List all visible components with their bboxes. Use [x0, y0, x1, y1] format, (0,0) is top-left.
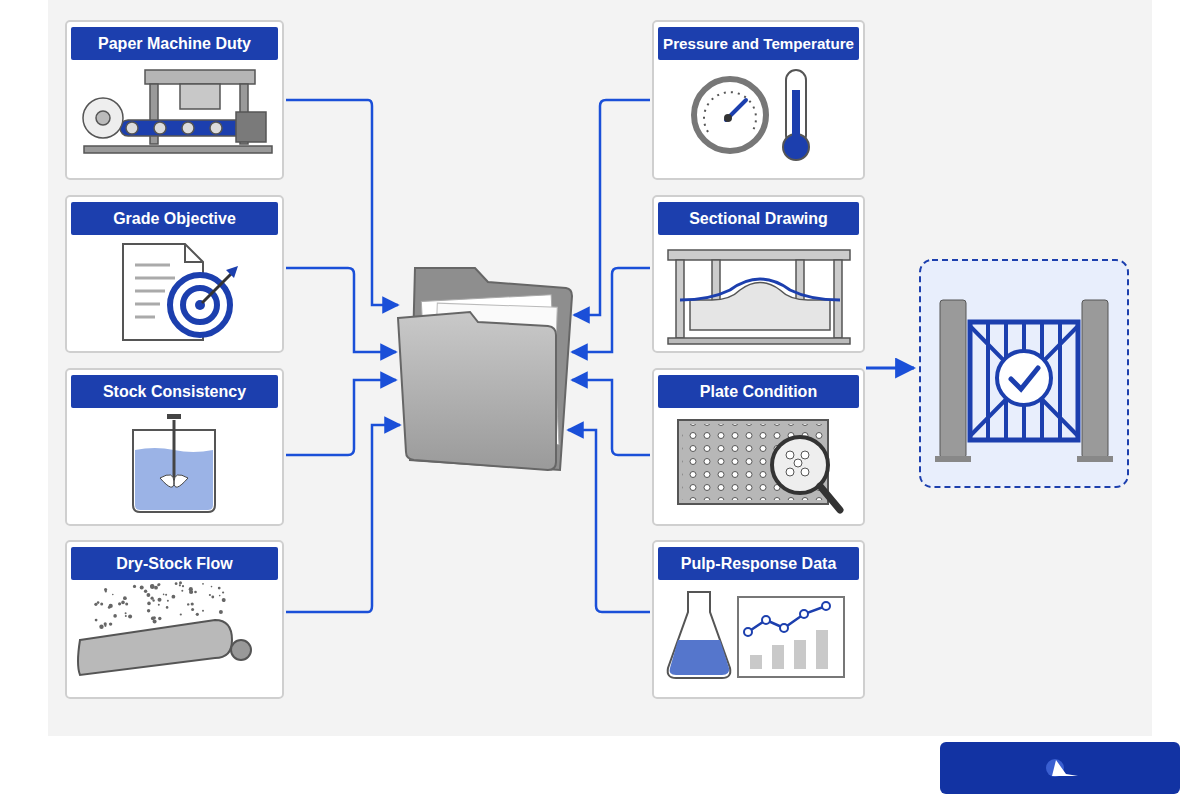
paper-machine-icon — [83, 70, 272, 153]
section-drawing-icon — [668, 250, 850, 344]
feed-arrows — [286, 100, 914, 612]
box-title: Pressure and Temperature — [663, 35, 854, 52]
box-title: Grade Objective — [113, 210, 236, 228]
box-header: Plate Condition — [658, 375, 859, 408]
box-header: Pulp-Response Data — [658, 547, 859, 580]
input-box: Grade Objective — [65, 195, 284, 353]
box-title: Paper Machine Duty — [98, 35, 251, 53]
grade-objective-icon — [123, 244, 238, 340]
plate-icon — [678, 420, 840, 510]
box-title: Sectional Drawing — [689, 210, 828, 228]
input-box: Plate Condition — [652, 368, 865, 526]
box-title: Pulp-Response Data — [681, 555, 837, 573]
box-title: Stock Consistency — [103, 383, 246, 401]
input-box: Sectional Drawing — [652, 195, 865, 353]
box-title: Plate Condition — [700, 383, 817, 401]
folder-icon — [398, 268, 572, 470]
input-box: Dry-Stock Flow — [65, 540, 284, 699]
gauge-icon — [694, 70, 809, 160]
conveyor-icon — [78, 581, 251, 675]
box-header: Paper Machine Duty — [71, 27, 278, 60]
box-header: Stock Consistency — [71, 375, 278, 408]
box-header: Sectional Drawing — [658, 202, 859, 235]
input-box: Paper Machine Duty — [65, 20, 284, 180]
box-header: Dry-Stock Flow — [71, 547, 278, 580]
gate-icon — [920, 260, 1128, 487]
input-box: Pulp-Response Data — [652, 540, 865, 699]
stock-tank-icon — [133, 414, 215, 512]
input-box: Pressure and Temperature — [652, 20, 865, 180]
flask-chart-icon — [668, 592, 844, 678]
panel — [48, 0, 1152, 736]
box-header: Pressure and Temperature — [658, 27, 859, 60]
box-title: Dry-Stock Flow — [116, 555, 232, 573]
box-grounds — [65, 20, 865, 699]
box-header: Grade Objective — [71, 202, 278, 235]
logo-badge — [940, 742, 1180, 794]
input-box: Stock Consistency — [65, 368, 284, 526]
